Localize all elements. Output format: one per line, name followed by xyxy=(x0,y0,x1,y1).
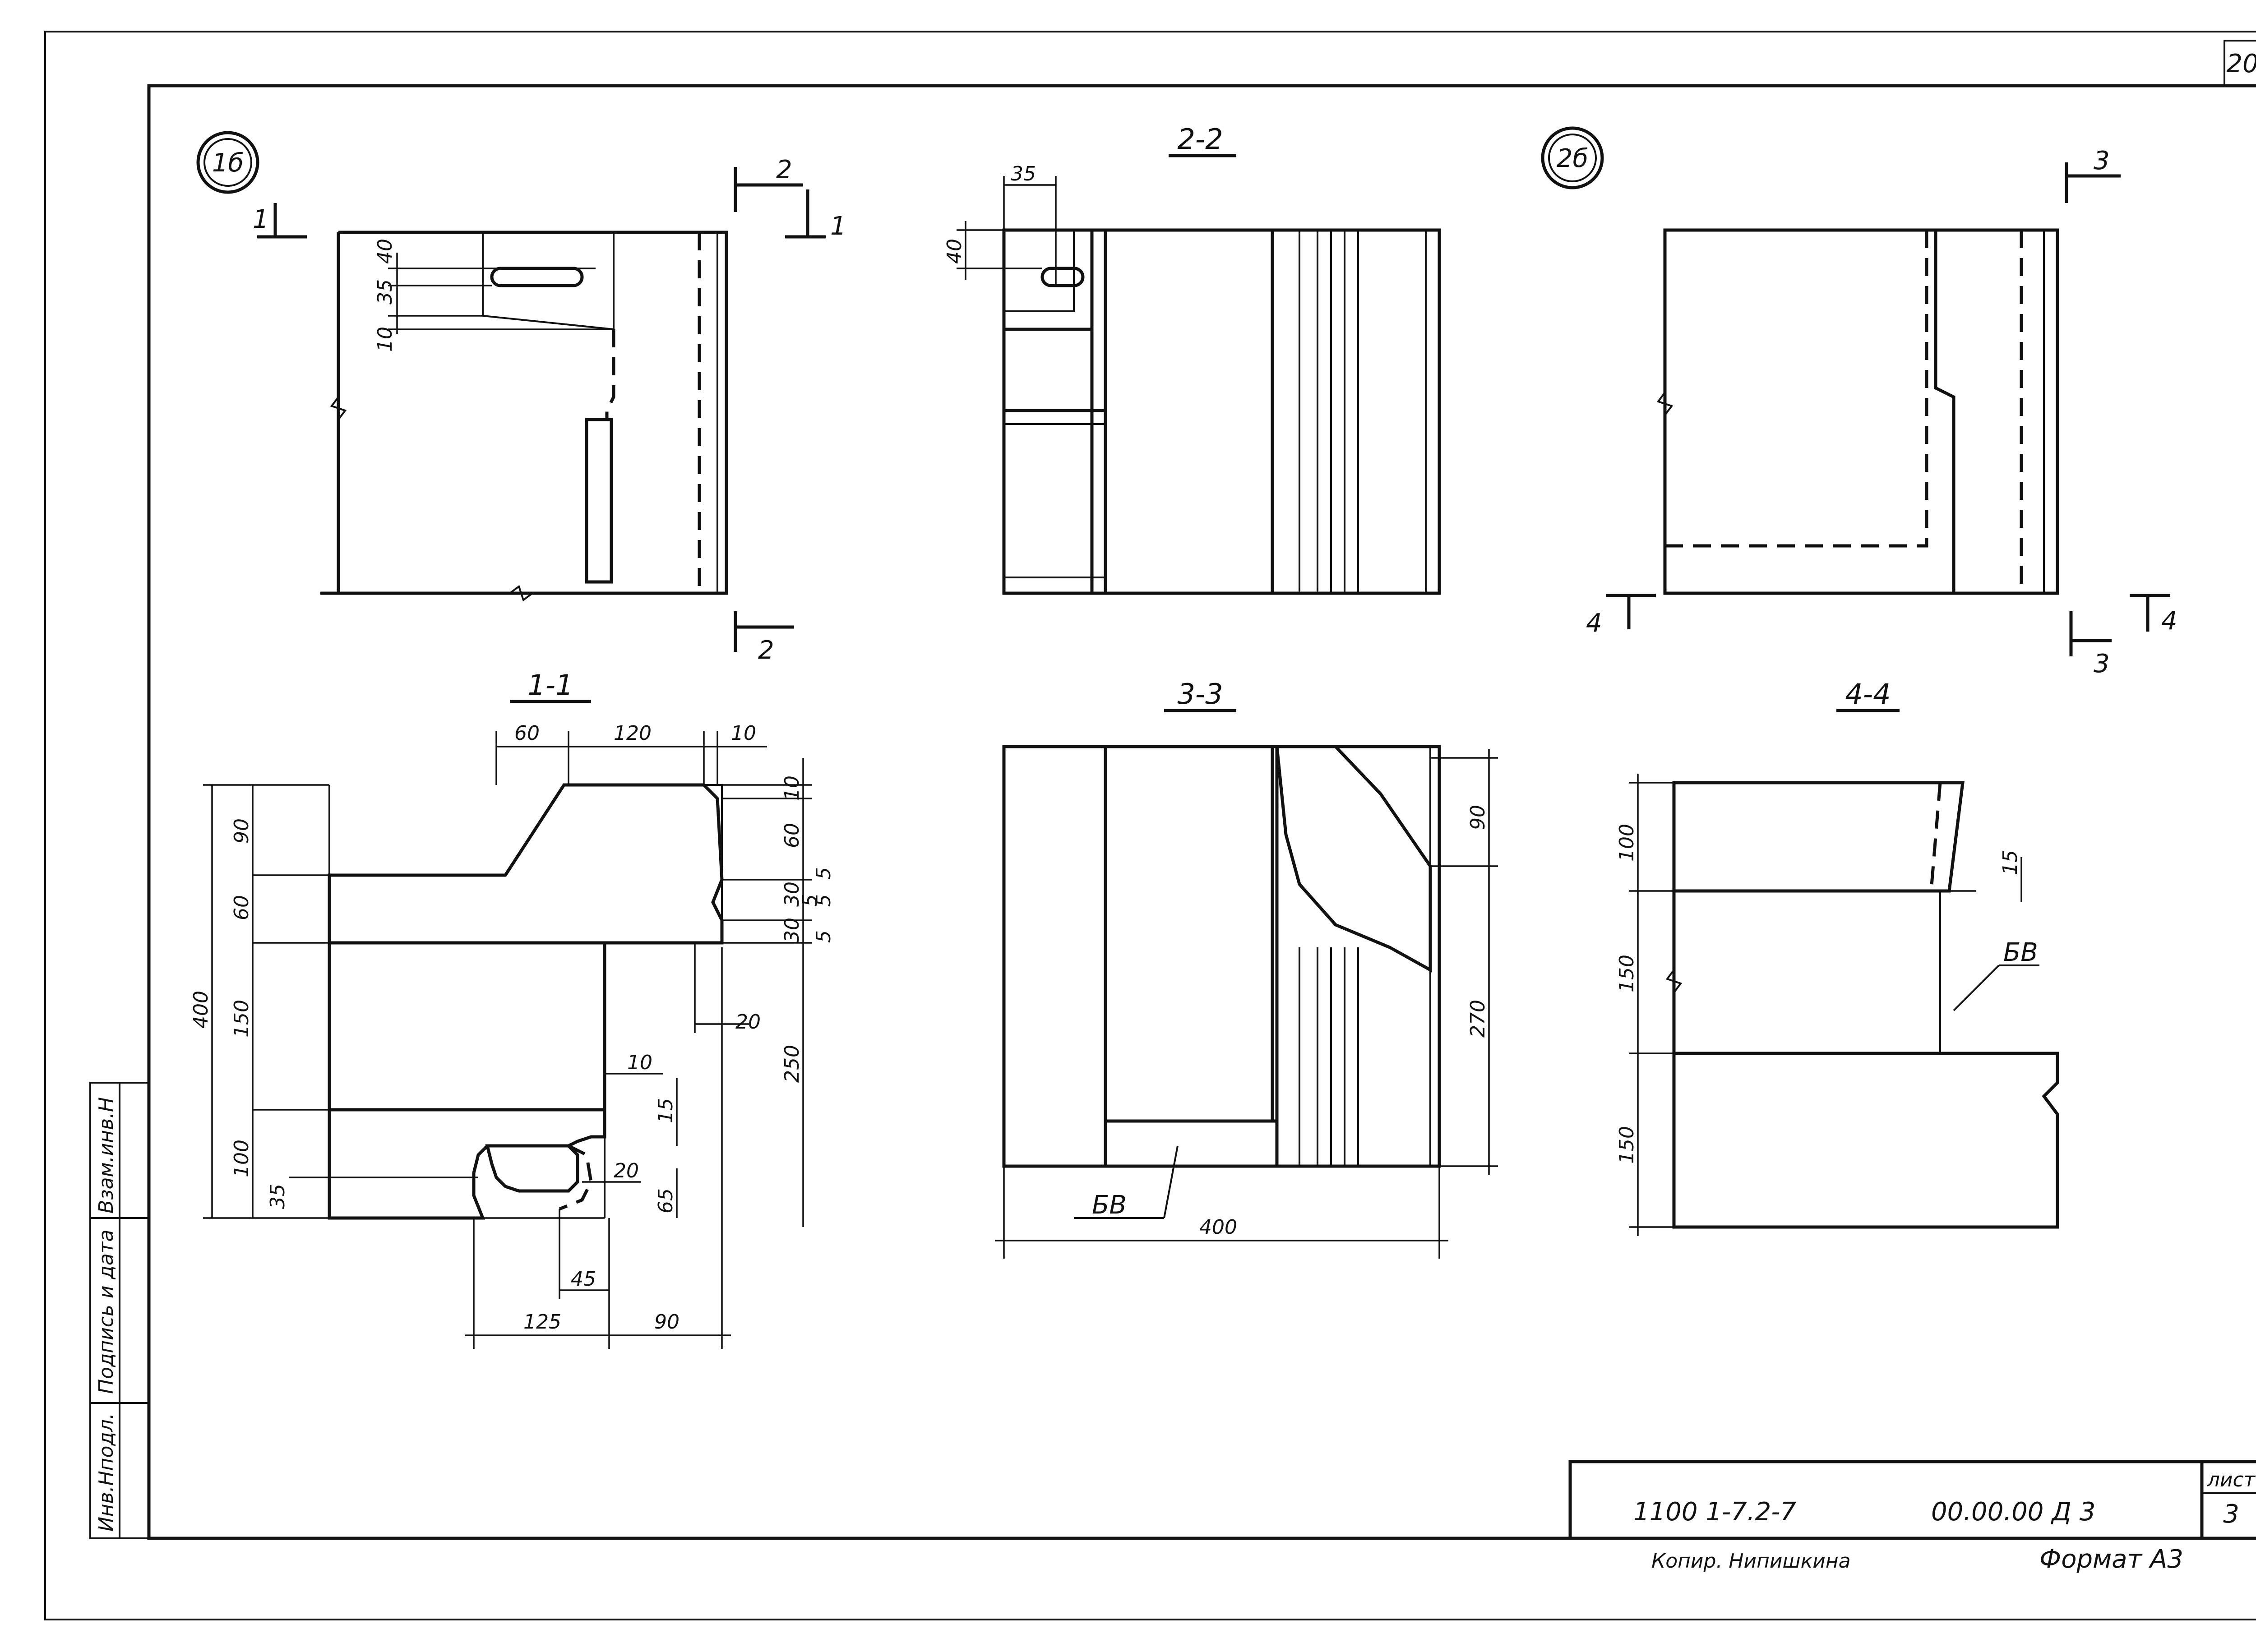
v1b-dim-40: 40 xyxy=(374,239,397,264)
s33-dim-270: 270 xyxy=(1466,1000,1489,1038)
title-code: 00.00.00 Д 3 xyxy=(1931,1497,2095,1527)
v1b-dim-35: 35 xyxy=(374,279,397,305)
section-3-3-title: 3-3 xyxy=(1177,678,1223,711)
v2b-cut-3a: 3 xyxy=(2094,146,2110,175)
s11-left-150: 150 xyxy=(230,1000,253,1038)
s11-left-90: 90 xyxy=(230,818,253,844)
s11-bottom-90: 90 xyxy=(654,1311,680,1334)
node-1b-label: 1б xyxy=(212,148,244,178)
stamp-cell-signature: Подпись и дата xyxy=(95,1230,118,1394)
copier-note: Копир. Нипишкина xyxy=(1651,1550,1851,1573)
s44-dim-15: 15 xyxy=(1999,850,2022,875)
node-1b-view: 1б 40 35 10 1 2 1 2 xyxy=(196,131,846,665)
s11-bottom-45: 45 xyxy=(571,1268,596,1291)
v1b-cut-1a: 1 xyxy=(253,205,269,234)
s44-label-bv: БВ xyxy=(2003,938,2038,967)
s11-left-400: 400 xyxy=(190,991,213,1029)
v22-dim-35: 35 xyxy=(1011,162,1036,185)
s11-inner-65: 65 xyxy=(654,1188,677,1214)
s11-top-120: 120 xyxy=(614,722,652,745)
s44-dim-150a: 150 xyxy=(1615,955,1638,992)
s11-right-30a: 30 xyxy=(781,881,804,907)
sheet-frame xyxy=(44,31,2256,1620)
s11-inner-15: 15 xyxy=(654,1098,677,1123)
v22-dim-40: 40 xyxy=(943,239,966,264)
sheet-label: лист xyxy=(2207,1468,2256,1491)
page-number: 20 xyxy=(2226,49,2256,78)
s33-dim-90: 90 xyxy=(1466,805,1489,830)
s33-dim-400: 400 xyxy=(1199,1216,1237,1239)
v2b-cut-4a: 4 xyxy=(1586,609,1602,638)
v2b-cut-4b: 4 xyxy=(2161,606,2177,636)
section-2-2-view: 2-2 35 40 xyxy=(943,123,1441,595)
s11-left-35: 35 xyxy=(266,1184,289,1209)
side-stamp: Инв.Нподл. Подпись и дата Взам.инв.Н xyxy=(89,1082,150,1539)
stamp-cell-inventory: Инв.Нподл. xyxy=(95,1413,118,1532)
s11-top-10: 10 xyxy=(731,722,756,745)
s11-left-60: 60 xyxy=(230,895,253,920)
v2b-cut-3b: 3 xyxy=(2094,649,2110,678)
v1b-cut-2a: 2 xyxy=(776,155,792,185)
sheet-number: 3 xyxy=(2223,1500,2239,1529)
s44-dim-100: 100 xyxy=(1615,824,1638,862)
s11-right-60: 60 xyxy=(781,823,804,848)
s11-inner-20: 20 xyxy=(614,1159,639,1182)
s11-right-30b: 30 xyxy=(781,918,804,943)
s11-left-100: 100 xyxy=(230,1140,253,1177)
node-2b-view: 2б 3 3 4 4 xyxy=(1541,126,2177,678)
section-3-3-view: 3-3 90 270 400 БВ xyxy=(995,678,1498,1259)
v1b-cut-1b: 1 xyxy=(830,212,846,241)
node-2b-label: 2б xyxy=(1557,144,1588,173)
s11-right-10: 10 xyxy=(781,775,804,801)
page-number-box: 20 xyxy=(2224,40,2256,87)
section-4-4-title: 4-4 xyxy=(1845,678,1891,711)
title-series: 1100 1-7.2-7 xyxy=(1633,1497,1796,1527)
section-1-1-view: 1-1 90 60 400 150 100 35 60 120 xyxy=(190,669,835,1349)
section-1-1-title: 1-1 xyxy=(527,669,573,701)
s11-right-5c: 5 xyxy=(812,894,835,907)
s33-label-bv: БВ xyxy=(1092,1191,1127,1220)
section-2-2-title: 2-2 xyxy=(1177,123,1223,156)
stamp-cell-replacement: Взам.инв.Н xyxy=(95,1097,118,1214)
title-block: 1100 1-7.2-7 00.00.00 Д 3 лист 3 Копир. … xyxy=(1568,1460,2256,1574)
s44-dim-150b: 150 xyxy=(1615,1126,1638,1164)
format-note: Формат А3 xyxy=(2039,1545,2183,1574)
s11-right-5a: 5 xyxy=(812,867,835,880)
section-4-4-view: 4-4 100 150 150 15 БВ xyxy=(1615,678,2059,1236)
s11-right-20: 20 xyxy=(735,1011,761,1034)
s11-inner-10: 10 xyxy=(627,1051,652,1074)
s11-right-5b: 5 xyxy=(799,894,822,907)
v1b-cut-2b: 2 xyxy=(758,636,774,665)
s11-bottom-125: 125 xyxy=(523,1311,561,1334)
v1b-dim-10: 10 xyxy=(374,327,397,352)
s11-right-5d: 5 xyxy=(812,930,835,943)
s11-top-60: 60 xyxy=(514,722,540,745)
s11-right-250: 250 xyxy=(781,1045,804,1083)
